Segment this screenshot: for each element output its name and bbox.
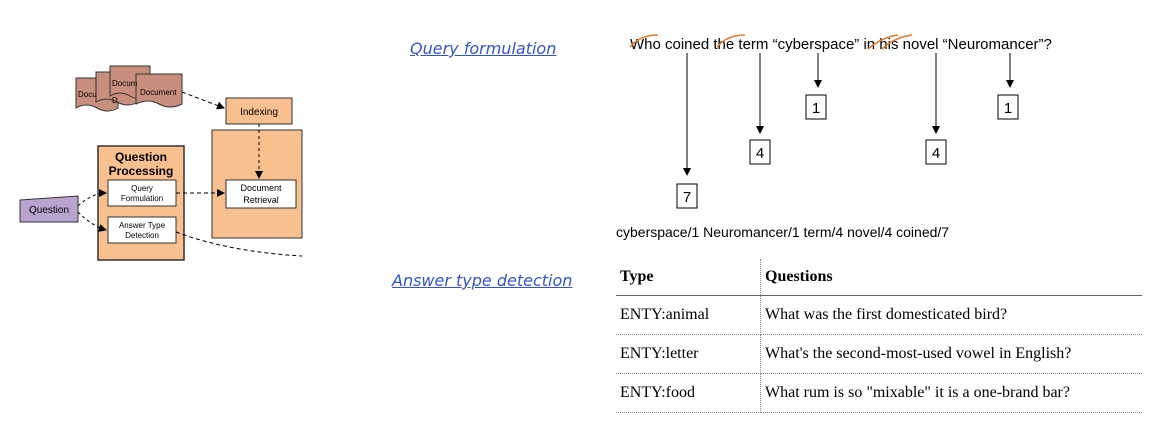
answer-type-continuation-line [175, 231, 303, 257]
strike-the [716, 34, 746, 48]
sentence-part: novel “Neuromancer”? [898, 36, 1051, 53]
query-weighting-diagram: Who coined the term “cyberspace” in his … [629, 34, 1052, 209]
question-cell: What's the second-most-used vowel in Eng… [760, 334, 1142, 374]
docs-to-indexing-arrow [181, 91, 225, 110]
weight-novel: 4 [932, 145, 940, 162]
document-retrieval-label: Retrieval [243, 195, 279, 205]
type-cell: ENTY:animal [616, 295, 761, 335]
doc-label: Document [140, 88, 177, 97]
question-cell: What was the first domesticated bird? [760, 295, 1142, 335]
question-to-answer-type-arrow [77, 211, 107, 232]
strike-in [867, 34, 899, 50]
question-processing-title: Processing [109, 164, 174, 178]
document-retrieval-box [225, 179, 297, 209]
table-row: ENTY:food What rum is so "mixable" it is… [616, 373, 1142, 413]
weight-box-coined [676, 183, 698, 209]
weight-box-neuromancer [997, 94, 1019, 120]
table-row: ENTY:animal What was the first domestica… [616, 295, 1142, 335]
answer-type-detection-label: Answer Type [119, 221, 166, 230]
weight-coined: 7 [683, 189, 691, 206]
weight-box-cyberspace [805, 94, 827, 120]
question-processing-title: Question [115, 150, 167, 164]
type-cell: ENTY:food [616, 373, 761, 413]
column-header-type: Type [616, 259, 761, 296]
indexing-box [225, 97, 293, 125]
answer-type-detection-link[interactable]: Answer type detection [392, 271, 573, 290]
stopword-strike-marks [629, 34, 913, 50]
document-retrieval-label: Document [240, 183, 282, 193]
answer-type-table: Type Questions ENTY:animal What was the … [616, 259, 1142, 413]
table-header-row: Type Questions [616, 259, 1142, 296]
indexing-label: Indexing [240, 107, 278, 118]
question-box [19, 195, 79, 223]
weighted-terms-line: cyberspace/1 Neuromancer/1 term/4 novel/… [616, 224, 950, 240]
sentence-part: the [713, 36, 734, 53]
query-formulation-label: Formulation [121, 194, 163, 203]
strike-who [629, 34, 659, 48]
weight-cyberspace: 1 [812, 100, 820, 117]
answer-type-detection-box [107, 216, 177, 244]
table-row: ENTY:letter What's the second-most-used … [616, 334, 1142, 374]
question-cell: What rum is so "mixable" it is a one-bra… [760, 373, 1142, 413]
weight-neuromancer: 1 [1004, 100, 1012, 117]
query-sentence: Who coined the term “cyberspace” in his … [630, 36, 1052, 53]
doc-label: Docu [78, 90, 97, 99]
documents-stack-icon: Docu Docum Document D [75, 65, 183, 112]
type-cell: ENTY:letter [616, 334, 761, 374]
doc-label: D [112, 96, 118, 105]
weight-term: 4 [756, 145, 764, 162]
answer-type-detection-label: Detection [125, 231, 159, 240]
weight-box-novel [925, 139, 947, 165]
question-to-query-arrow [77, 189, 107, 207]
strike-his [881, 34, 913, 50]
column-header-questions: Questions [760, 259, 1142, 296]
query-formulation-link[interactable]: Query formulation [410, 39, 557, 58]
sentence-part: term “cyberspace” [734, 36, 863, 53]
query-formulation-label: Query [131, 184, 153, 193]
qa-pipeline-diagram: Docu Docum Document D Indexing Document … [19, 65, 303, 261]
sentence-part: in his [863, 36, 898, 53]
question-label: Question [29, 205, 69, 216]
sentence-part: Who coined [630, 36, 713, 53]
weight-box-term [749, 139, 771, 165]
doc-label: Docum [112, 79, 138, 88]
